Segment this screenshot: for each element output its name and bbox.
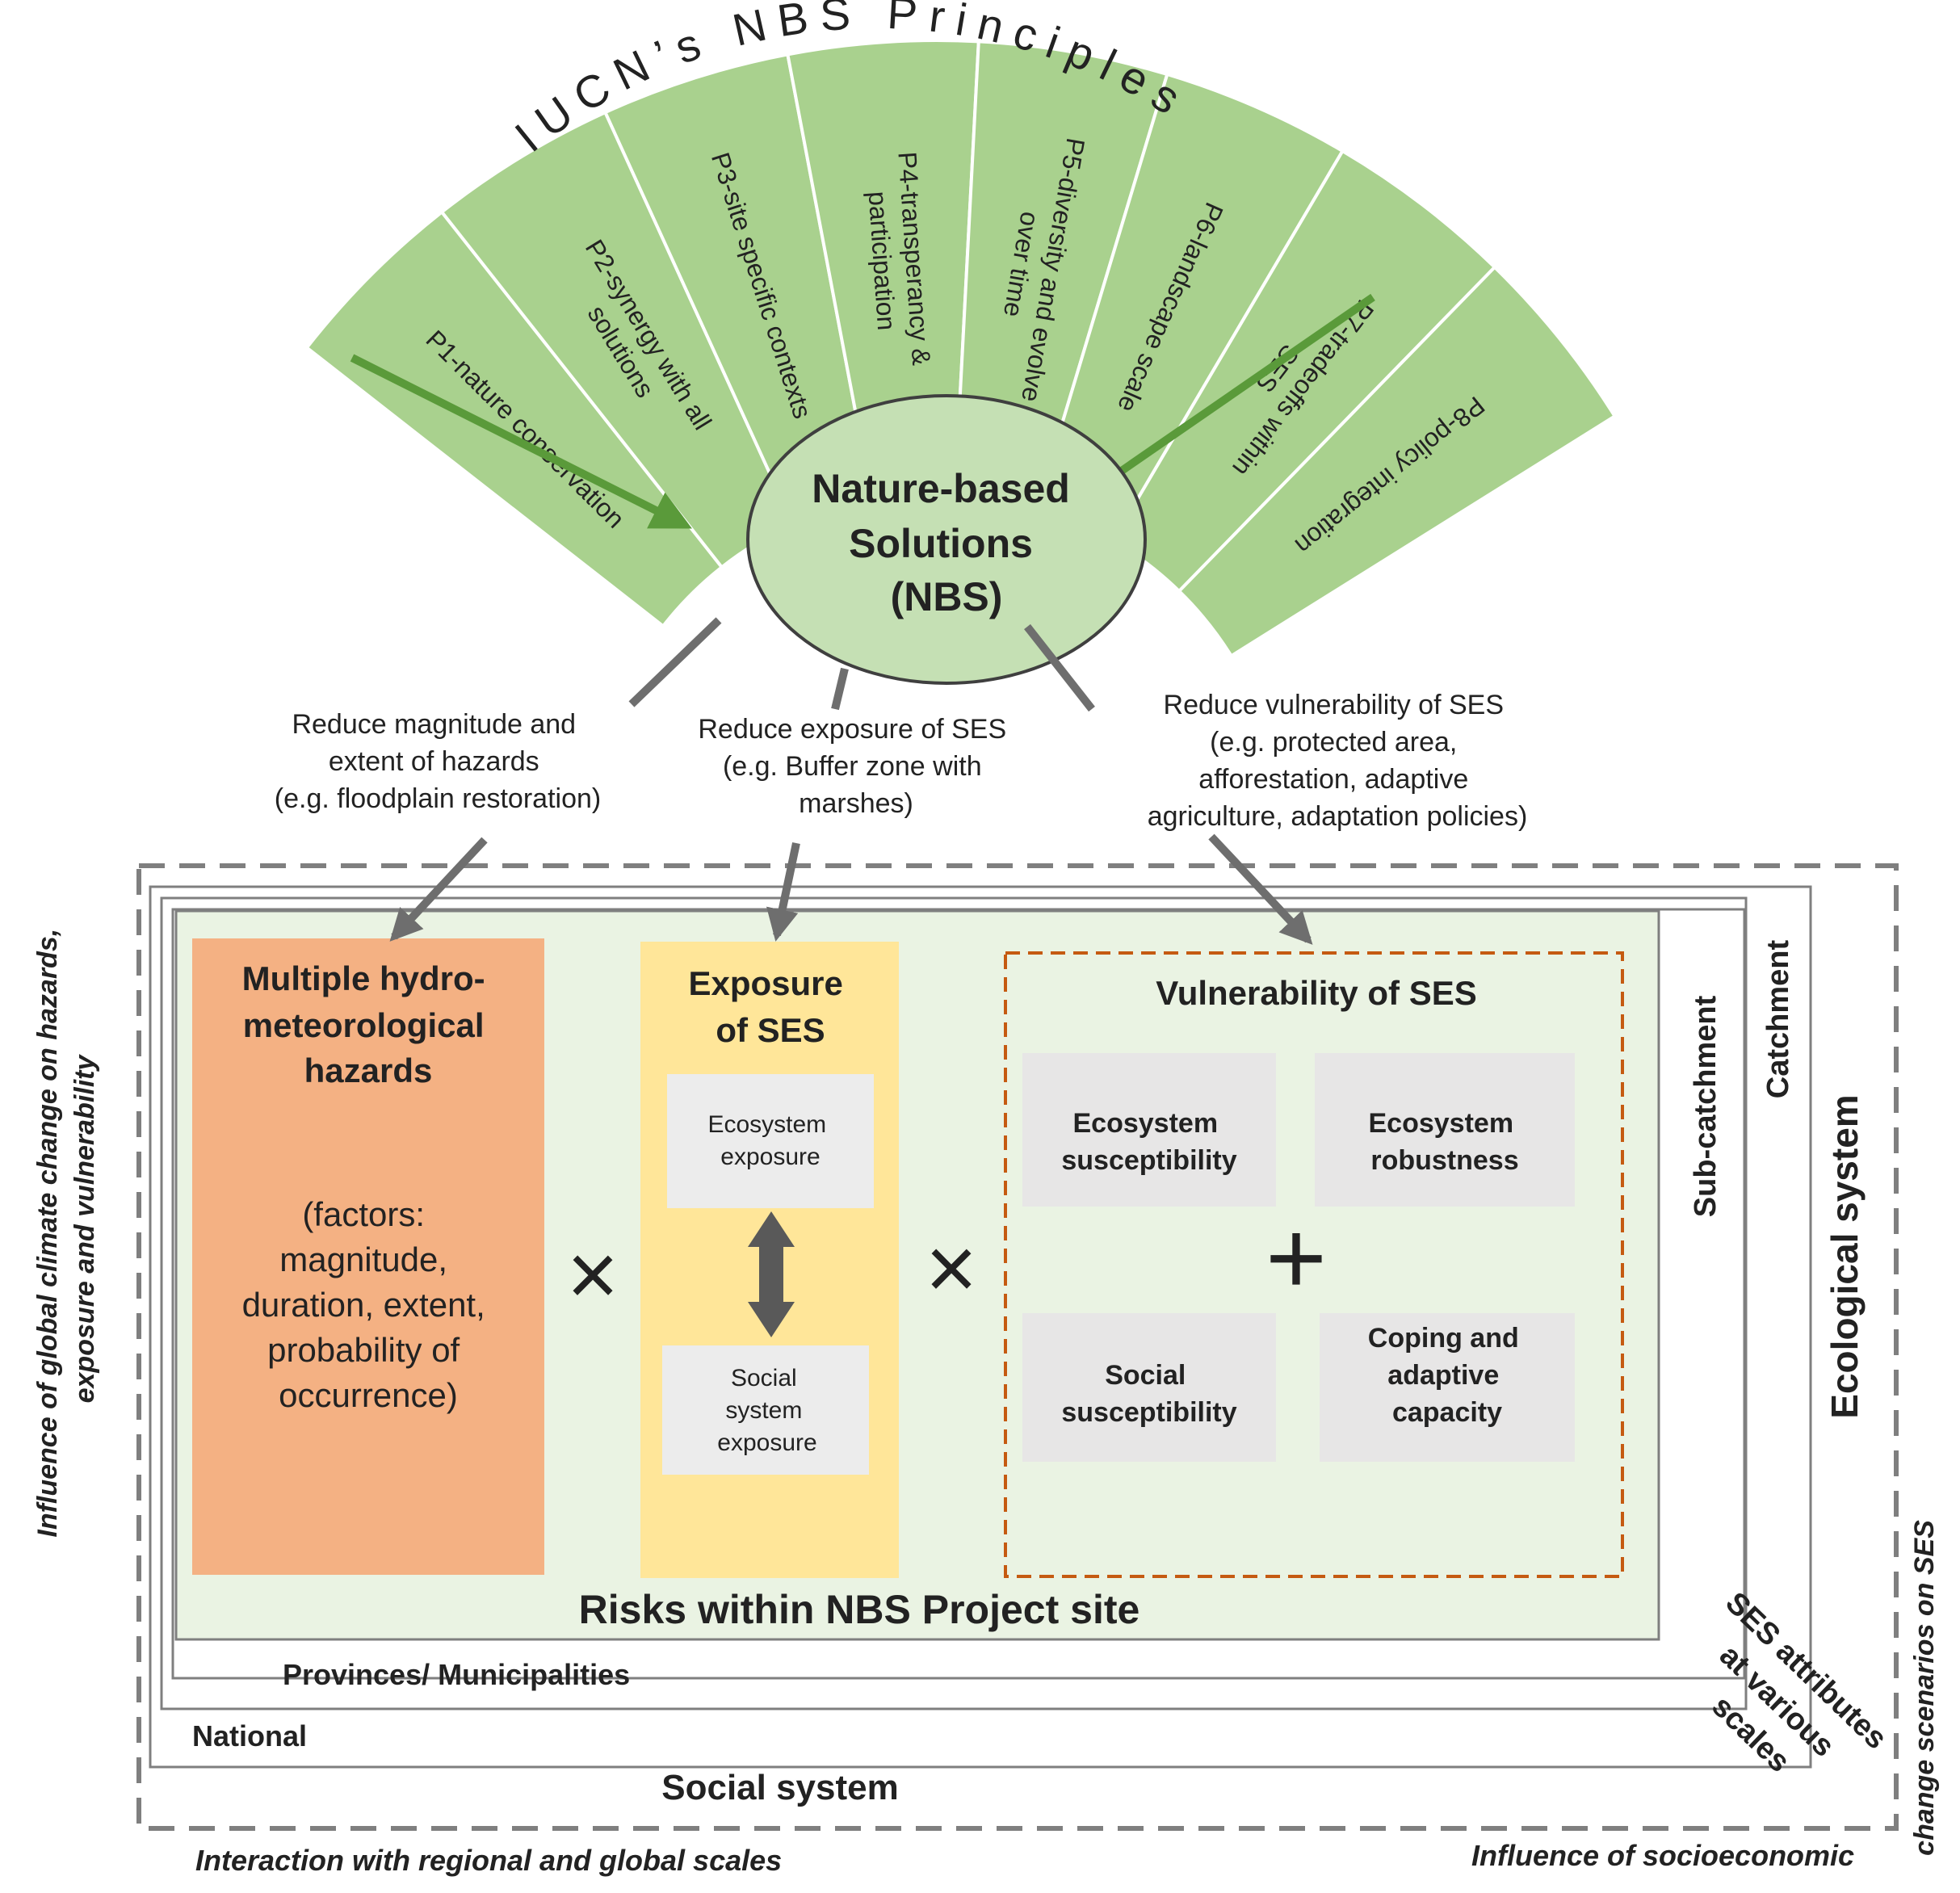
connector-vulnerability [1024, 623, 1095, 712]
ecosystem-exposure-box [667, 1074, 874, 1208]
ecosystem-susceptibility-label: Ecosystem susceptibility [1061, 1108, 1236, 1176]
ses-attributes-label: SES attributes at various scales [1660, 1586, 1899, 1823]
reduce-exposure-text: Reduce exposure of SES (e.g. Buffer zone… [698, 714, 1014, 819]
arrow-to-exposure [766, 842, 800, 942]
provinces-label: Provinces/ Municipalities [283, 1658, 630, 1691]
social-susceptibility-label: Social susceptibility [1061, 1360, 1236, 1428]
exposure-double-arrow [748, 1211, 795, 1337]
hazards-box [192, 938, 544, 1575]
social-system-label: Social system [661, 1768, 899, 1807]
coping-capacity-label: Coping and adaptive capacity [1368, 1323, 1526, 1428]
connector-exposure [831, 667, 849, 711]
catchment-label: Catchment [1761, 939, 1795, 1098]
plus-sign: + [1265, 1198, 1327, 1316]
risks-label: Risks within NBS Project site [579, 1587, 1140, 1632]
social-susceptibility-box [1022, 1313, 1276, 1462]
national-label: National [192, 1719, 307, 1752]
bottom-right-label: Influence of socioeconomic [1471, 1839, 1854, 1872]
hazards-factors: (factors: magnitude, duration, extent, p… [242, 1195, 495, 1414]
nbs-ellipse [746, 394, 1147, 685]
bottom-left-label: Interaction with regional and global sca… [195, 1844, 782, 1877]
reduce-hazards-text: Reduce magnitude and extent of hazards (… [275, 709, 601, 814]
nbs-label: Nature-based Solutions (NBS) [812, 466, 1081, 619]
outer-dashed-frame [136, 863, 1899, 1831]
fan-arrow-left [350, 354, 692, 529]
ecosystem-robustness-box [1315, 1053, 1575, 1207]
ecosystem-exposure-label: Ecosystem exposure [707, 1111, 833, 1170]
times-sign-2: × [925, 1219, 977, 1318]
right-vertical-label: change scenarios on SES [1909, 1520, 1940, 1856]
sub-catchment-label: Sub-catchment [1689, 995, 1723, 1217]
provinces-frame [171, 908, 1746, 1680]
left-influence-label: Influence of global climate change on ha… [32, 921, 100, 1537]
exposure-title: Exposure of SES [688, 964, 852, 1049]
ecosystem-robustness-label: Ecosystem robustness [1369, 1108, 1521, 1176]
social-system-frame [149, 885, 1812, 1769]
national-frame [160, 896, 1748, 1710]
ecological-system-label: Ecological system [1824, 1094, 1866, 1418]
times-sign-1: × [567, 1225, 619, 1324]
social-exposure-box [662, 1345, 869, 1475]
vulnerability-box [1004, 951, 1624, 1578]
principle-sector-8 [1177, 265, 1618, 658]
coping-capacity-box [1320, 1313, 1575, 1462]
reduce-vulnerability-text: Reduce vulnerability of SES (e.g. protec… [1148, 690, 1528, 832]
vulnerability-title: Vulnerability of SES [1156, 974, 1477, 1012]
arrow-to-vulnerability [1208, 833, 1313, 945]
connector-hazards [628, 617, 722, 707]
hazards-title: Multiple hydro- meteorological hazards [242, 959, 495, 1089]
social-exposure-label: Social system exposure [717, 1365, 816, 1456]
arrow-to-hazards [389, 837, 488, 942]
ecosystem-susceptibility-box [1022, 1053, 1276, 1207]
